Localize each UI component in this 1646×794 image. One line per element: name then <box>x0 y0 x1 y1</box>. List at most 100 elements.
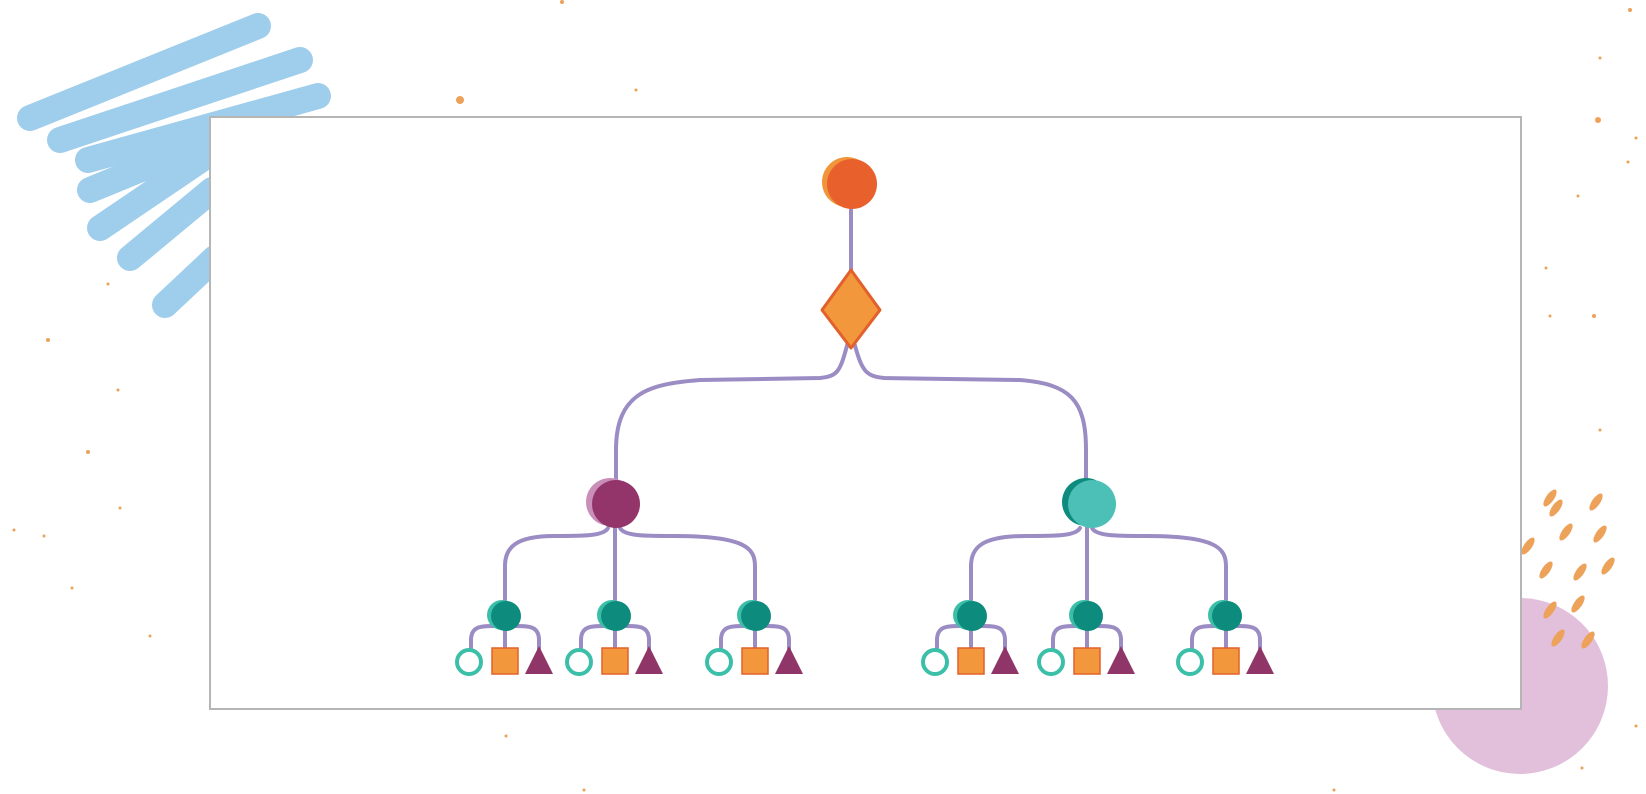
orange-dash <box>1521 537 1535 555</box>
triangle-leaf <box>525 646 553 674</box>
orange-speck <box>1595 117 1601 123</box>
connector-hub-to-group <box>1090 526 1228 602</box>
ring-leaf <box>705 648 733 676</box>
orange-speck <box>1332 788 1336 792</box>
square-leaf <box>957 647 985 675</box>
orange-speck <box>1628 8 1632 12</box>
orange-dash <box>1581 631 1595 649</box>
connector-group-to-ring <box>1190 624 1218 652</box>
square-leaf <box>601 647 629 675</box>
root-circle <box>827 159 877 209</box>
orange-speck <box>1634 136 1638 140</box>
connector-group-to-triangle <box>513 624 541 652</box>
orange-speck <box>116 388 120 392</box>
ring-shape <box>1037 648 1065 676</box>
ring-leaf <box>1176 648 1204 676</box>
connector-hub-to-group <box>618 526 757 602</box>
orange-dash <box>1539 561 1553 579</box>
connector-group-to-ring <box>719 624 747 652</box>
orange-dash <box>1601 557 1615 575</box>
ring-leaf <box>565 648 593 676</box>
connector-group-to-ring <box>469 624 497 652</box>
triangle-leaf <box>775 646 803 674</box>
orange-speck <box>456 96 464 104</box>
group-circle <box>741 601 771 631</box>
connector-group-to-ring <box>1051 624 1079 652</box>
ring-shape <box>921 648 949 676</box>
root-circle-node <box>822 157 877 209</box>
connector-diamond-to-left-hub <box>614 340 850 486</box>
connector-group-to-triangle <box>623 624 651 652</box>
right-hub-node <box>1062 478 1116 528</box>
connector-group-to-triangle <box>1234 624 1262 652</box>
orange-speck <box>86 450 90 454</box>
orange-dash <box>1543 489 1557 507</box>
triangle-leaf <box>1246 646 1274 674</box>
orange-dash <box>1551 629 1565 647</box>
orange-speck <box>46 338 50 342</box>
group-circle <box>957 601 987 631</box>
square-leaf <box>491 647 519 675</box>
ring-leaf <box>921 648 949 676</box>
orange-dash <box>1571 595 1585 613</box>
orange-specks <box>12 0 1638 792</box>
orange-speck <box>582 788 586 792</box>
orange-dash <box>1543 601 1557 619</box>
ring-shape <box>455 648 483 676</box>
orange-speck <box>1580 766 1584 770</box>
orange-dash <box>1589 493 1603 511</box>
connector-group-to-triangle <box>979 624 1007 652</box>
tree-nodes <box>455 157 1274 676</box>
group-node <box>1069 600 1103 631</box>
orange-dash <box>1559 523 1573 541</box>
orange-speck <box>1548 314 1552 318</box>
triangle-leaf <box>635 646 663 674</box>
group-circle <box>1212 601 1242 631</box>
group-node <box>597 600 631 631</box>
connector-group-to-ring <box>579 624 607 652</box>
triangle-leaf <box>1107 646 1135 674</box>
ring-shape <box>1176 648 1204 676</box>
orange-speck <box>106 282 110 286</box>
orange-speck <box>634 88 638 92</box>
right-hub-circle <box>1068 480 1116 528</box>
brush-stripe <box>152 245 228 318</box>
orange-speck <box>1592 314 1596 318</box>
connector-hub-to-group <box>503 526 610 602</box>
brush-stripe <box>17 13 271 131</box>
square-leaf <box>741 647 769 675</box>
group-node <box>1208 600 1242 631</box>
orange-dash <box>1549 499 1563 517</box>
ring-shape <box>565 648 593 676</box>
brush-stripe <box>117 177 225 271</box>
orange-dash <box>1593 525 1607 543</box>
connector-group-to-triangle <box>1095 624 1123 652</box>
diagram-frame <box>209 116 1522 710</box>
orange-speck <box>118 506 122 510</box>
group-node <box>737 600 771 631</box>
orange-speck <box>1626 160 1630 164</box>
connector-group-to-ring <box>935 624 963 652</box>
orange-speck <box>1598 56 1602 60</box>
connector-hub-to-group <box>969 526 1082 602</box>
orange-speck <box>1634 724 1638 728</box>
ring-leaf <box>455 648 483 676</box>
orange-speck <box>12 528 16 532</box>
group-node <box>953 600 987 631</box>
orange-speck <box>1544 266 1548 270</box>
orange-speck <box>560 0 564 4</box>
ring-leaf <box>1037 648 1065 676</box>
blue-brush-stroke <box>17 13 331 318</box>
left-hub-node <box>586 478 640 528</box>
square-leaf <box>1073 647 1101 675</box>
connector-diamond-to-right-hub <box>852 340 1088 486</box>
orange-speck <box>504 734 508 738</box>
brush-stripe <box>47 47 313 153</box>
connector-group-to-triangle <box>763 624 791 652</box>
orange-dash <box>1573 563 1587 581</box>
left-hub-circle <box>592 480 640 528</box>
orange-speck <box>70 586 74 590</box>
orange-speck <box>42 534 46 538</box>
